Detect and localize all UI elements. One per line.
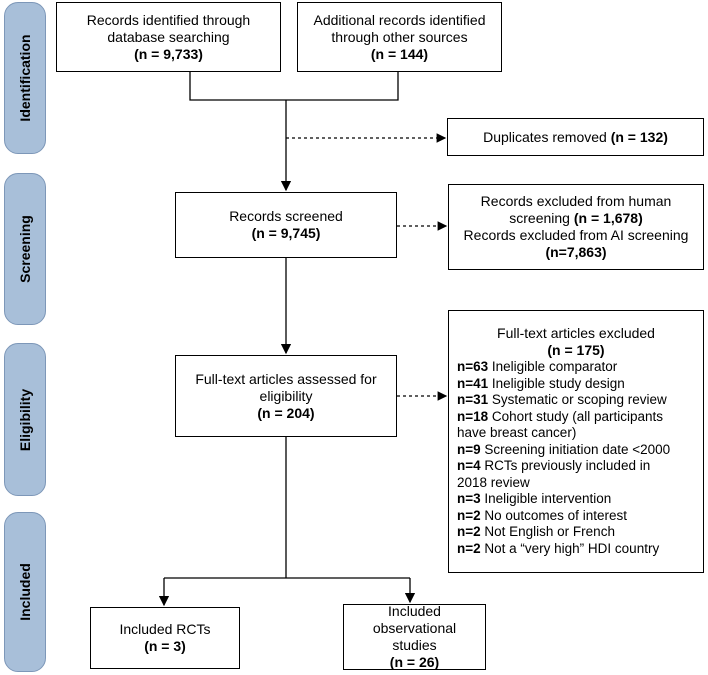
duplicates-label: Duplicates removed [483,128,607,145]
screen-excluded-human-2: screening [509,210,570,226]
exclusion-reason-item: n=63 Ineligible comparator [457,359,670,376]
exclusion-reason-text: Not English or French [480,524,615,539]
exclusion-reason-item: n=31 Systematic or scoping review [457,392,670,409]
screened-count: (n = 9,745) [251,225,321,241]
phase-eligibility: Eligibility [4,343,46,496]
exclusion-reason-text: Ineligible intervention [480,491,612,506]
exclusion-reason-item: n=2 Not a “very high” HDI country [457,541,670,558]
fulltext-excluded-count: (n = 175) [547,342,605,358]
db-search-count: (n = 9,733) [134,45,203,62]
exclusion-reason-text: Systematic or scoping review [488,392,667,407]
included-observational-label-1: Included [388,603,441,619]
screen-excluded-box: Records excluded from human screening (n… [448,184,704,270]
exclusion-reason-count: n=2 [457,507,481,523]
fulltext-label-2: eligibility [259,387,313,404]
screen-excluded-ai: Records excluded from AI screening [463,227,689,243]
exclusion-reason-count: n=31 [457,392,489,407]
phase-included: Included [4,512,46,672]
exclusion-reason-item: n=18 Cohort study (all participants [457,409,670,426]
exclusion-reason-item: n=2 Not English or French [457,524,670,541]
exclusion-reason-item: n=3 Ineligible intervention [457,491,670,508]
exclusion-reason-text: Screening initiation date <2000 [480,441,671,457]
included-observational-label-2: observational studies [372,620,457,653]
exclusion-reason-count: n=4 [457,458,481,473]
merge-connector [189,72,399,101]
included-observational-box: Included observational studies (n = 26) [343,603,486,670]
db-search-label-2: database searching [107,28,230,45]
screen-excluded-human-count: (n = 1,678) [573,210,643,226]
fulltext-excluded-box: Full-text articles excluded (n = 175) n=… [448,310,704,573]
exclusion-reason-item: n=2 No outcomes of interest [457,508,670,525]
fulltext-label-1: Full-text articles assessed for [195,370,377,387]
phase-identification: Identification [4,2,46,154]
included-rcts-box: Included RCTs (n = 3) [90,607,240,669]
exclusion-reason-count: n=2 [457,540,481,556]
exclusion-reason-text: Ineligible study design [488,375,625,391]
fulltext-box: Full-text articles assessed for eligibil… [175,355,397,437]
duplicates-count: (n = 132) [610,128,668,145]
duplicates-box: Duplicates removed (n = 132) [447,118,704,156]
exclusion-reason-count: n=3 [457,491,481,506]
screened-label: Records screened [229,208,343,224]
other-sources-label-2: through other sources [331,28,468,45]
other-sources-count: (n = 144) [370,45,429,62]
phase-screening-label: Screening [17,215,33,283]
other-sources-box: Additional records identified through ot… [297,2,502,72]
exclusion-reason-text: 2018 review [457,474,530,490]
exclusion-reason-item: n=41 Ineligible study design [457,376,670,393]
db-search-label-1: Records identified through [86,11,251,28]
screen-excluded-ai-count: (n=7,863) [545,244,607,260]
other-sources-label-1: Additional records identified [313,11,486,28]
exclusion-reason-count: n=9 [457,441,481,457]
exclusion-reason-text: have breast cancer) [457,425,577,440]
phase-screening: Screening [4,173,46,325]
included-rcts-label: Included RCTs [119,621,211,637]
screen-excluded-human-1: Records excluded from human [480,193,672,209]
exclusion-reason-item: n=4 RCTs previously included in [457,458,670,475]
phase-identification-label: Identification [17,34,33,122]
exclusion-reason-count: n=41 [457,375,489,391]
exclusion-reason-count: n=18 [457,408,489,424]
phase-eligibility-label: Eligibility [17,388,33,451]
exclusion-reason-item: n=9 Screening initiation date <2000 [457,442,670,459]
db-search-box: Records identified through database sear… [56,2,281,72]
fulltext-count: (n = 204) [257,404,315,421]
exclusion-reason-text: RCTs previously included in [480,458,651,473]
included-observational-count: (n = 26) [389,654,440,670]
exclusion-reason-text: Cohort study (all participants [488,408,663,424]
phase-included-label: Included [17,563,33,621]
exclusion-reason-count: n=63 [457,359,489,374]
exclusion-reason-item: 2018 review [457,475,670,492]
screened-box: Records screened (n = 9,745) [175,192,397,258]
fulltext-excluded-title: Full-text articles excluded [497,325,655,341]
exclusion-reason-text: No outcomes of interest [480,507,627,523]
exclusion-reason-text: Ineligible comparator [488,359,618,374]
exclusion-reason-count: n=2 [457,524,481,539]
exclusion-reason-item: have breast cancer) [457,425,670,442]
included-rcts-count: (n = 3) [144,638,186,654]
exclusion-reason-text: Not a “very high” HDI country [480,540,660,556]
